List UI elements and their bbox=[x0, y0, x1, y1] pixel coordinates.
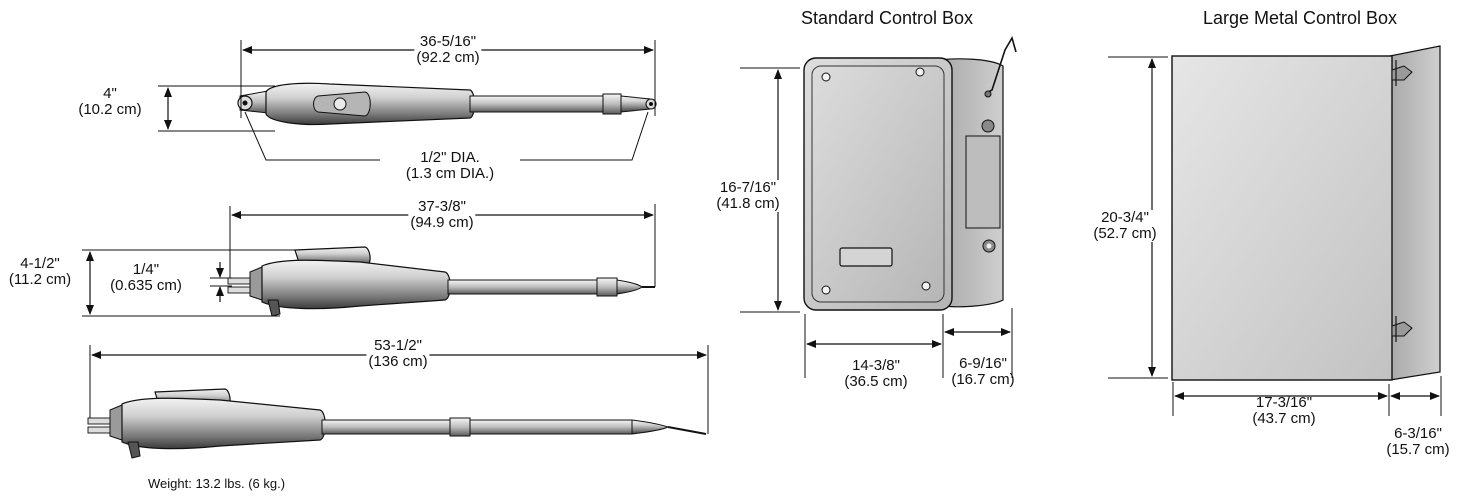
large-box-width-in: 17-3/16" bbox=[1255, 394, 1313, 411]
standard-control-box bbox=[740, 35, 1017, 378]
large-box-height-in: 20-3/4" bbox=[1101, 209, 1149, 226]
actuator-mid-length-label: 37-3/8" (94.9 cm) bbox=[408, 198, 476, 231]
actuator-top-length-label: 36-5/16" (92.2 cm) bbox=[414, 33, 482, 66]
large-metal-control-box bbox=[1108, 45, 1442, 416]
actuator-mid-offset-label: 1/4" (0.635 cm) bbox=[108, 262, 184, 294]
standard-box-height-in: 16-7/16" bbox=[719, 179, 777, 196]
large-box-title: Large Metal Control Box bbox=[1202, 8, 1398, 28]
actuator-top-view bbox=[158, 40, 657, 161]
actuator-mid-offset-in: 1/4" bbox=[132, 261, 160, 278]
standard-box-depth-cm: (16.7 cm) bbox=[951, 371, 1015, 388]
large-box-height-label: 20-3/4" (52.7 cm) bbox=[1091, 209, 1159, 242]
actuator-mid-height-cm: (11.2 cm) bbox=[8, 271, 72, 288]
actuator-top-hole-cm: (1.3 cm DIA.) bbox=[405, 165, 495, 182]
actuator-top-height-in: 4" bbox=[103, 85, 117, 102]
actuator-mid-length-in: 37-3/8" bbox=[418, 198, 466, 215]
standard-box-height-cm: (41.8 cm) bbox=[716, 195, 780, 212]
actuator-top-length-in: 36-5/16" bbox=[419, 33, 477, 50]
actuator-bottom-length-cm: (136 cm) bbox=[368, 353, 428, 370]
actuator-bottom-length-in: 53-1/2" bbox=[374, 337, 422, 354]
actuator-top-height-cm: (10.2 cm) bbox=[78, 101, 142, 118]
standard-box-height-label: 16-7/16" (41.8 cm) bbox=[714, 179, 782, 212]
large-box-height-cm: (52.7 cm) bbox=[1093, 225, 1157, 242]
large-box-depth-cm: (15.7 cm) bbox=[1386, 441, 1450, 458]
standard-box-width-label: 14-3/8" (36.5 cm) bbox=[842, 358, 909, 390]
standard-box-title: Standard Control Box bbox=[800, 8, 974, 28]
standard-box-depth-label: 6-9/16" (16.7 cm) bbox=[949, 356, 1016, 388]
standard-box-width-in: 14-3/8" bbox=[852, 357, 900, 374]
large-box-width-label: 17-3/16" (43.7 cm) bbox=[1250, 395, 1317, 427]
actuator-top-hole-in: 1/2" DIA. bbox=[420, 149, 480, 166]
standard-box-depth-in: 6-9/16" bbox=[959, 355, 1007, 372]
actuator-top-length-cm: (92.2 cm) bbox=[416, 49, 480, 66]
actuator-bottom-length-label: 53-1/2" (136 cm) bbox=[366, 337, 430, 370]
actuator-mid-height-in: 4-1/2" bbox=[20, 255, 60, 272]
actuator-top-hole-label: 1/2" DIA. (1.3 cm DIA.) bbox=[403, 149, 497, 182]
actuator-top-height-label: 4" (10.2 cm) bbox=[76, 85, 144, 118]
actuator-retracted-view bbox=[82, 204, 656, 317]
actuator-mid-offset-cm: (0.635 cm) bbox=[110, 277, 182, 294]
actuator-mid-length-cm: (94.9 cm) bbox=[410, 214, 474, 231]
large-box-width-cm: (43.7 cm) bbox=[1252, 410, 1316, 427]
large-box-depth-in: 6-3/16" bbox=[1394, 425, 1442, 442]
actuator-mid-height-label: 4-1/2" (11.2 cm) bbox=[7, 256, 73, 288]
actuator-extended-view bbox=[87, 345, 709, 459]
standard-box-width-cm: (36.5 cm) bbox=[844, 373, 908, 390]
actuator-weight-note: Weight: 13.2 lbs. (6 kg.) bbox=[148, 476, 286, 491]
large-box-depth-label: 6-3/16" (15.7 cm) bbox=[1384, 426, 1451, 458]
